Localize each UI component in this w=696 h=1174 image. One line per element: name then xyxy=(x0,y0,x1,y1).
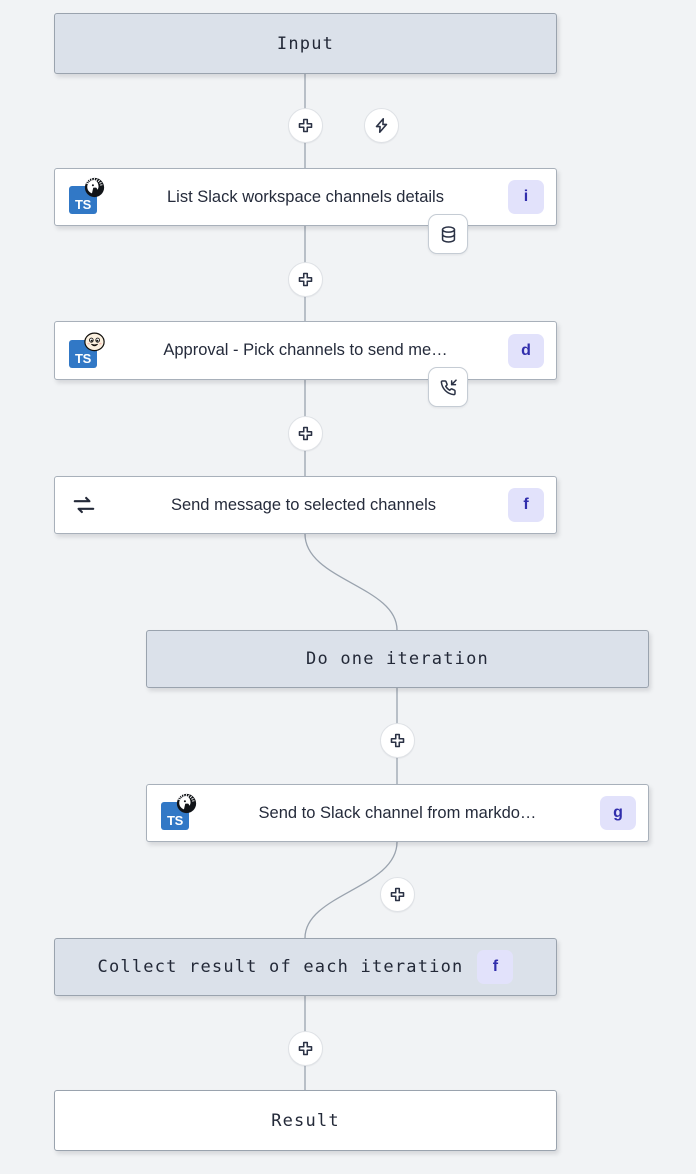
node-label: List Slack workspace channels details xyxy=(167,187,444,206)
node-input[interactable]: Input xyxy=(54,13,557,74)
plus-icon xyxy=(298,272,313,287)
add-trigger-button[interactable] xyxy=(364,108,399,143)
node-letter-badge[interactable]: f xyxy=(508,488,544,522)
loop-repeat-icon xyxy=(69,490,99,520)
node-list-slack-workspace-channels-details[interactable]: TS List xyxy=(54,168,557,226)
node-letter-badge[interactable]: i xyxy=(508,180,544,214)
typescript-deno-icon-group: TS xyxy=(69,177,105,214)
add-step-button-6[interactable] xyxy=(288,1031,323,1066)
node-label: Send message to selected channels xyxy=(170,495,437,514)
node-letter-badge[interactable]: d xyxy=(508,333,544,368)
approval-badge[interactable] xyxy=(428,367,468,407)
plus-icon xyxy=(298,1041,313,1056)
node-result-label: Result xyxy=(271,1110,340,1131)
plus-icon xyxy=(390,733,405,748)
add-step-button-1[interactable] xyxy=(288,108,323,143)
add-step-button-3[interactable] xyxy=(288,416,323,451)
node-letter-badge[interactable]: f xyxy=(477,950,514,984)
lightning-icon xyxy=(375,117,388,134)
node-send-to-slack-channel-from-markdown[interactable]: TS Send xyxy=(146,784,649,842)
deno-icon xyxy=(176,793,197,814)
plus-icon xyxy=(298,118,313,133)
plus-icon xyxy=(390,887,405,902)
add-step-button-2[interactable] xyxy=(288,262,323,297)
deno-icon xyxy=(84,177,105,198)
database-badge[interactable] xyxy=(428,214,468,254)
add-step-button-5[interactable] xyxy=(380,877,415,912)
node-collect-label: Collect result of each iteration xyxy=(97,957,464,977)
database-icon xyxy=(441,225,455,243)
phone-incoming-icon xyxy=(440,378,457,395)
node-approval-pick-channels[interactable]: TS Approval - Pick channels to send me… xyxy=(54,321,557,380)
node-collect-result-of-each-iteration[interactable]: Collect result of each iteration f xyxy=(54,938,557,996)
node-do-one-iteration-label: Do one iteration xyxy=(306,649,489,669)
node-do-one-iteration[interactable]: Do one iteration xyxy=(146,630,649,688)
node-letter-badge[interactable]: g xyxy=(600,796,636,830)
add-step-button-4[interactable] xyxy=(380,723,415,758)
node-result[interactable]: Result xyxy=(54,1090,557,1151)
node-label: Approval - Pick channels to send me… xyxy=(163,341,448,359)
node-input-label: Input xyxy=(276,33,335,54)
node-send-message-to-selected-channels[interactable]: Send message to selected channels f xyxy=(54,476,557,534)
typescript-deno-icon-group: TS xyxy=(161,793,197,830)
edge-f-to-iteration xyxy=(304,533,398,631)
typescript-bun-icon-group: TS xyxy=(69,331,105,368)
node-label: Send to Slack channel from markdo… xyxy=(258,803,537,822)
bun-icon xyxy=(84,331,105,352)
plus-icon xyxy=(298,426,313,441)
